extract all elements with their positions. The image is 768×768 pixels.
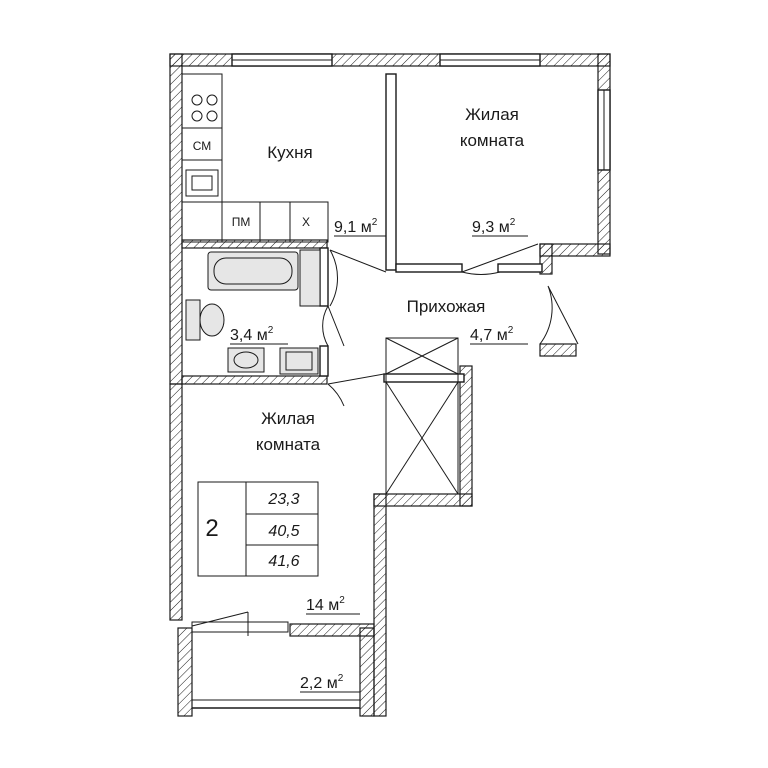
doors (191, 243, 579, 636)
living-area: 14 м2 (306, 595, 345, 614)
toilet-icon (185, 299, 225, 341)
summary-value-total: 40,5 (268, 523, 299, 540)
shower-icon (299, 249, 321, 307)
sink-icon (185, 169, 219, 197)
balcony-frame (192, 699, 360, 709)
kitchen-name: Кухня (267, 143, 313, 162)
fridge-label: Х (302, 215, 310, 229)
balcony-area: 2,2 м2 (300, 673, 344, 692)
dishwasher-label: ПМ (232, 215, 251, 229)
bedroom-name-line2: комната (460, 131, 525, 150)
washer-label: СМ (193, 139, 212, 153)
washing-machine-icon (279, 347, 319, 375)
summary-box (197, 481, 319, 577)
kitchen-counter (181, 73, 329, 243)
interior-walls (181, 73, 543, 495)
basin-icon (227, 347, 265, 373)
bathtub-icon (207, 251, 299, 291)
living-name-line1: Жилая (261, 409, 315, 428)
hallway-name: Прихожая (407, 297, 486, 316)
rooms-count: 2 (205, 515, 218, 542)
living-name-line2: комната (256, 435, 321, 454)
summary-value-living: 23,3 (267, 491, 299, 508)
kitchen-area: 9,1 м2 (334, 217, 378, 236)
bathroom-area: 3,4 м2 (230, 325, 274, 344)
hallway-area: 4,7 м2 (470, 325, 514, 344)
stove-icon (191, 94, 218, 122)
bedroom-name-line1: Жилая (465, 105, 519, 124)
windows-top (231, 53, 611, 171)
summary-value-total-balcony: 41,6 (268, 553, 299, 570)
bedroom-area: 9,3 м2 (472, 217, 516, 236)
